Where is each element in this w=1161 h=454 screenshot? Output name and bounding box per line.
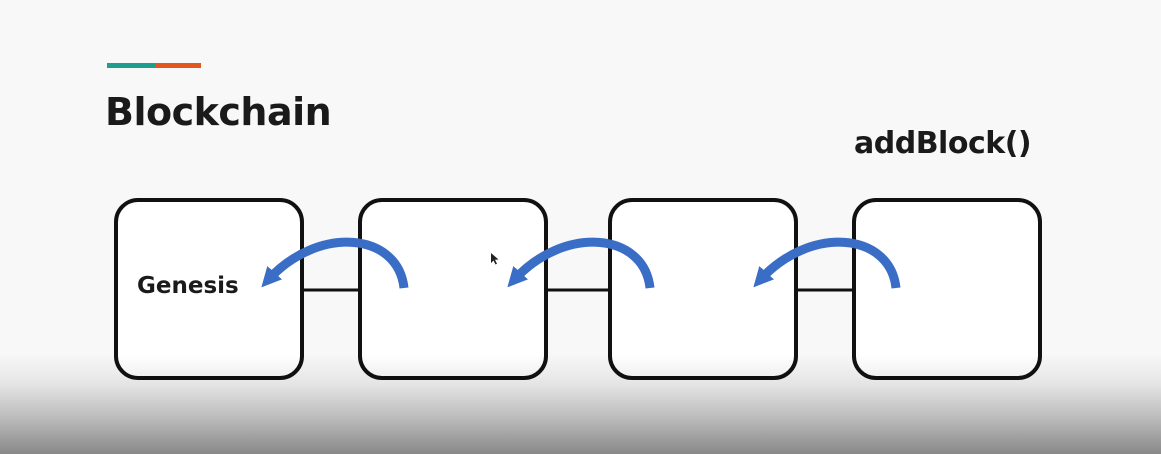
accent-segment-orange	[155, 63, 201, 68]
mouse-cursor-icon	[491, 253, 499, 265]
add-block-label: addBlock()	[854, 126, 1032, 161]
back-link-arrow	[507, 237, 655, 289]
back-link-arrow	[753, 237, 901, 289]
back-link-arrow	[261, 237, 409, 289]
accent-bar	[107, 63, 201, 68]
block-genesis	[114, 198, 304, 380]
slide-title: Blockchain	[105, 90, 332, 134]
block-2	[358, 198, 548, 380]
accent-segment-teal	[107, 63, 155, 68]
block-4	[852, 198, 1042, 380]
block-3	[608, 198, 798, 380]
block-label-genesis: Genesis	[137, 273, 239, 299]
